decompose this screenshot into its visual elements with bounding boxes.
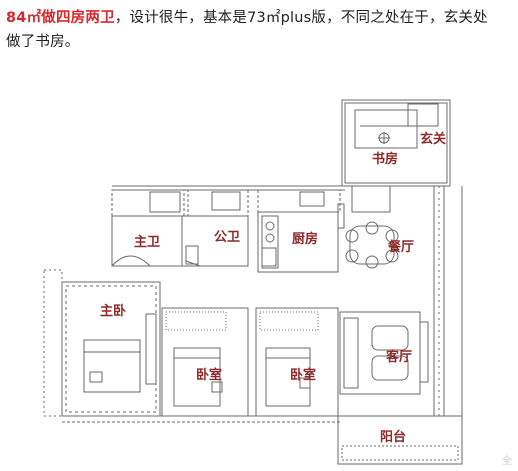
bedroom-1 <box>161 307 249 417</box>
room-label-balcony: 阳台 <box>380 430 407 445</box>
room-label-living-room: 客厅 <box>386 350 413 365</box>
study-cabinet <box>351 185 391 213</box>
study-outline <box>341 99 451 187</box>
dining-table <box>349 225 395 265</box>
intro-line2: 做了书房。 <box>6 34 80 50</box>
intro-highlight: 84㎡做四房两卫 <box>6 10 115 26</box>
study-desk <box>354 109 418 149</box>
room-label-bedroom-1: 卧室 <box>196 368 223 383</box>
room-label-bedroom-2: 卧室 <box>290 368 317 383</box>
bedroom-2 <box>255 307 339 417</box>
room-label-public-bath: 公卫 <box>214 230 241 245</box>
watermark: 全 <box>502 456 512 467</box>
intro-text: 84㎡做四房两卫，设计很牛，基本是73㎡plus版，不同之处在于，玄关处 做了书… <box>6 6 512 54</box>
master-bed <box>83 339 141 393</box>
room-label-kitchen: 厨房 <box>292 232 319 247</box>
room-label-study: 书房 <box>372 152 399 167</box>
intro-line1: ，设计很牛，基本是73㎡plus版，不同之处在于，玄关处 <box>114 10 488 26</box>
room-label-dining: 餐厅 <box>388 240 415 255</box>
room-label-master-bedroom: 主卧 <box>100 304 127 319</box>
room-label-master-bath: 主卫 <box>134 235 161 250</box>
floor-plan-drawing <box>43 99 463 465</box>
room-label-entry: 玄关 <box>420 132 447 147</box>
floor-plan: 书房 玄关 主卫 公卫 厨房 餐厅 主卧 卧室 卧室 客厅 阳台 <box>0 86 518 471</box>
